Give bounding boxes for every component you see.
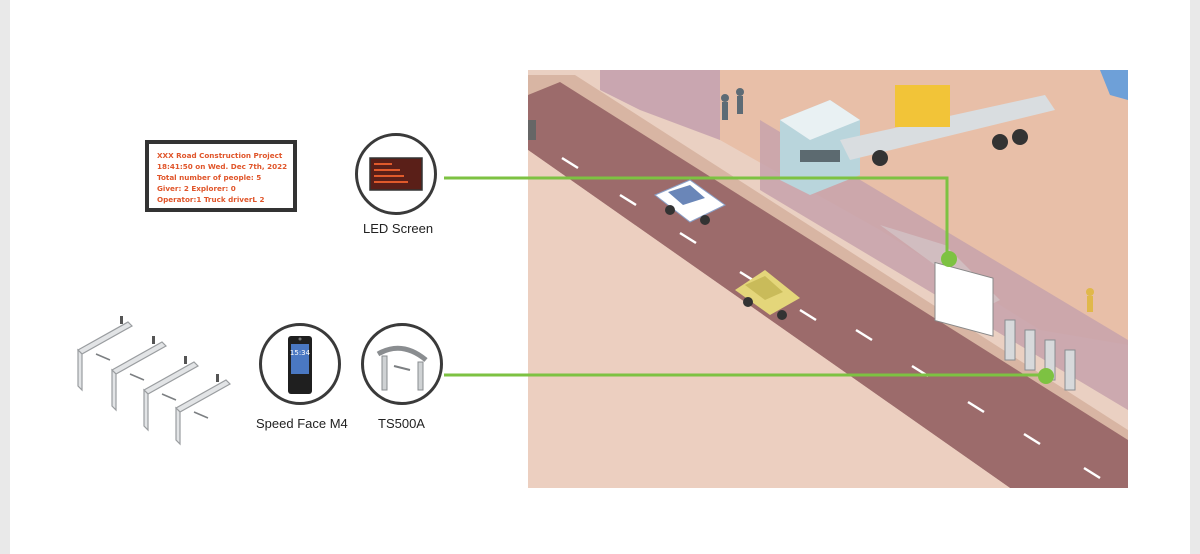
face-terminal-time: 15:34 <box>290 349 311 357</box>
led-screen-label: LED Screen <box>363 221 434 236</box>
led-screen-icon <box>369 157 423 191</box>
tripod-turnstile-icon <box>376 345 428 391</box>
led-line-time: 18:41:50 on Wed. Dec 7th, 2022 <box>157 162 288 171</box>
led-display-panel: XXX Road Construction Project 18:41:50 o… <box>145 140 297 212</box>
turnstile-device <box>361 323 443 405</box>
turnstile-label: TS500A <box>378 416 425 431</box>
led-screen-device <box>355 133 437 215</box>
led-line-giver: Giver: 2 Explorer: 0 <box>157 184 236 193</box>
truck <box>780 85 1055 195</box>
speed-face-device: 15:34 <box>259 323 341 405</box>
led-line-project: XXX Road Construction Project <box>157 151 283 160</box>
led-line-operator: Operator:1 Truck driverL 2 <box>157 195 265 204</box>
led-line-total: Total number of people: 5 <box>157 173 262 182</box>
cargo-container <box>895 85 950 127</box>
face-terminal-icon: 15:34 <box>288 336 312 394</box>
back-wall <box>600 70 720 140</box>
turnstile-group-icon <box>77 316 231 446</box>
speed-face-label: Speed Face M4 <box>256 416 348 431</box>
yellow-car <box>735 270 800 320</box>
